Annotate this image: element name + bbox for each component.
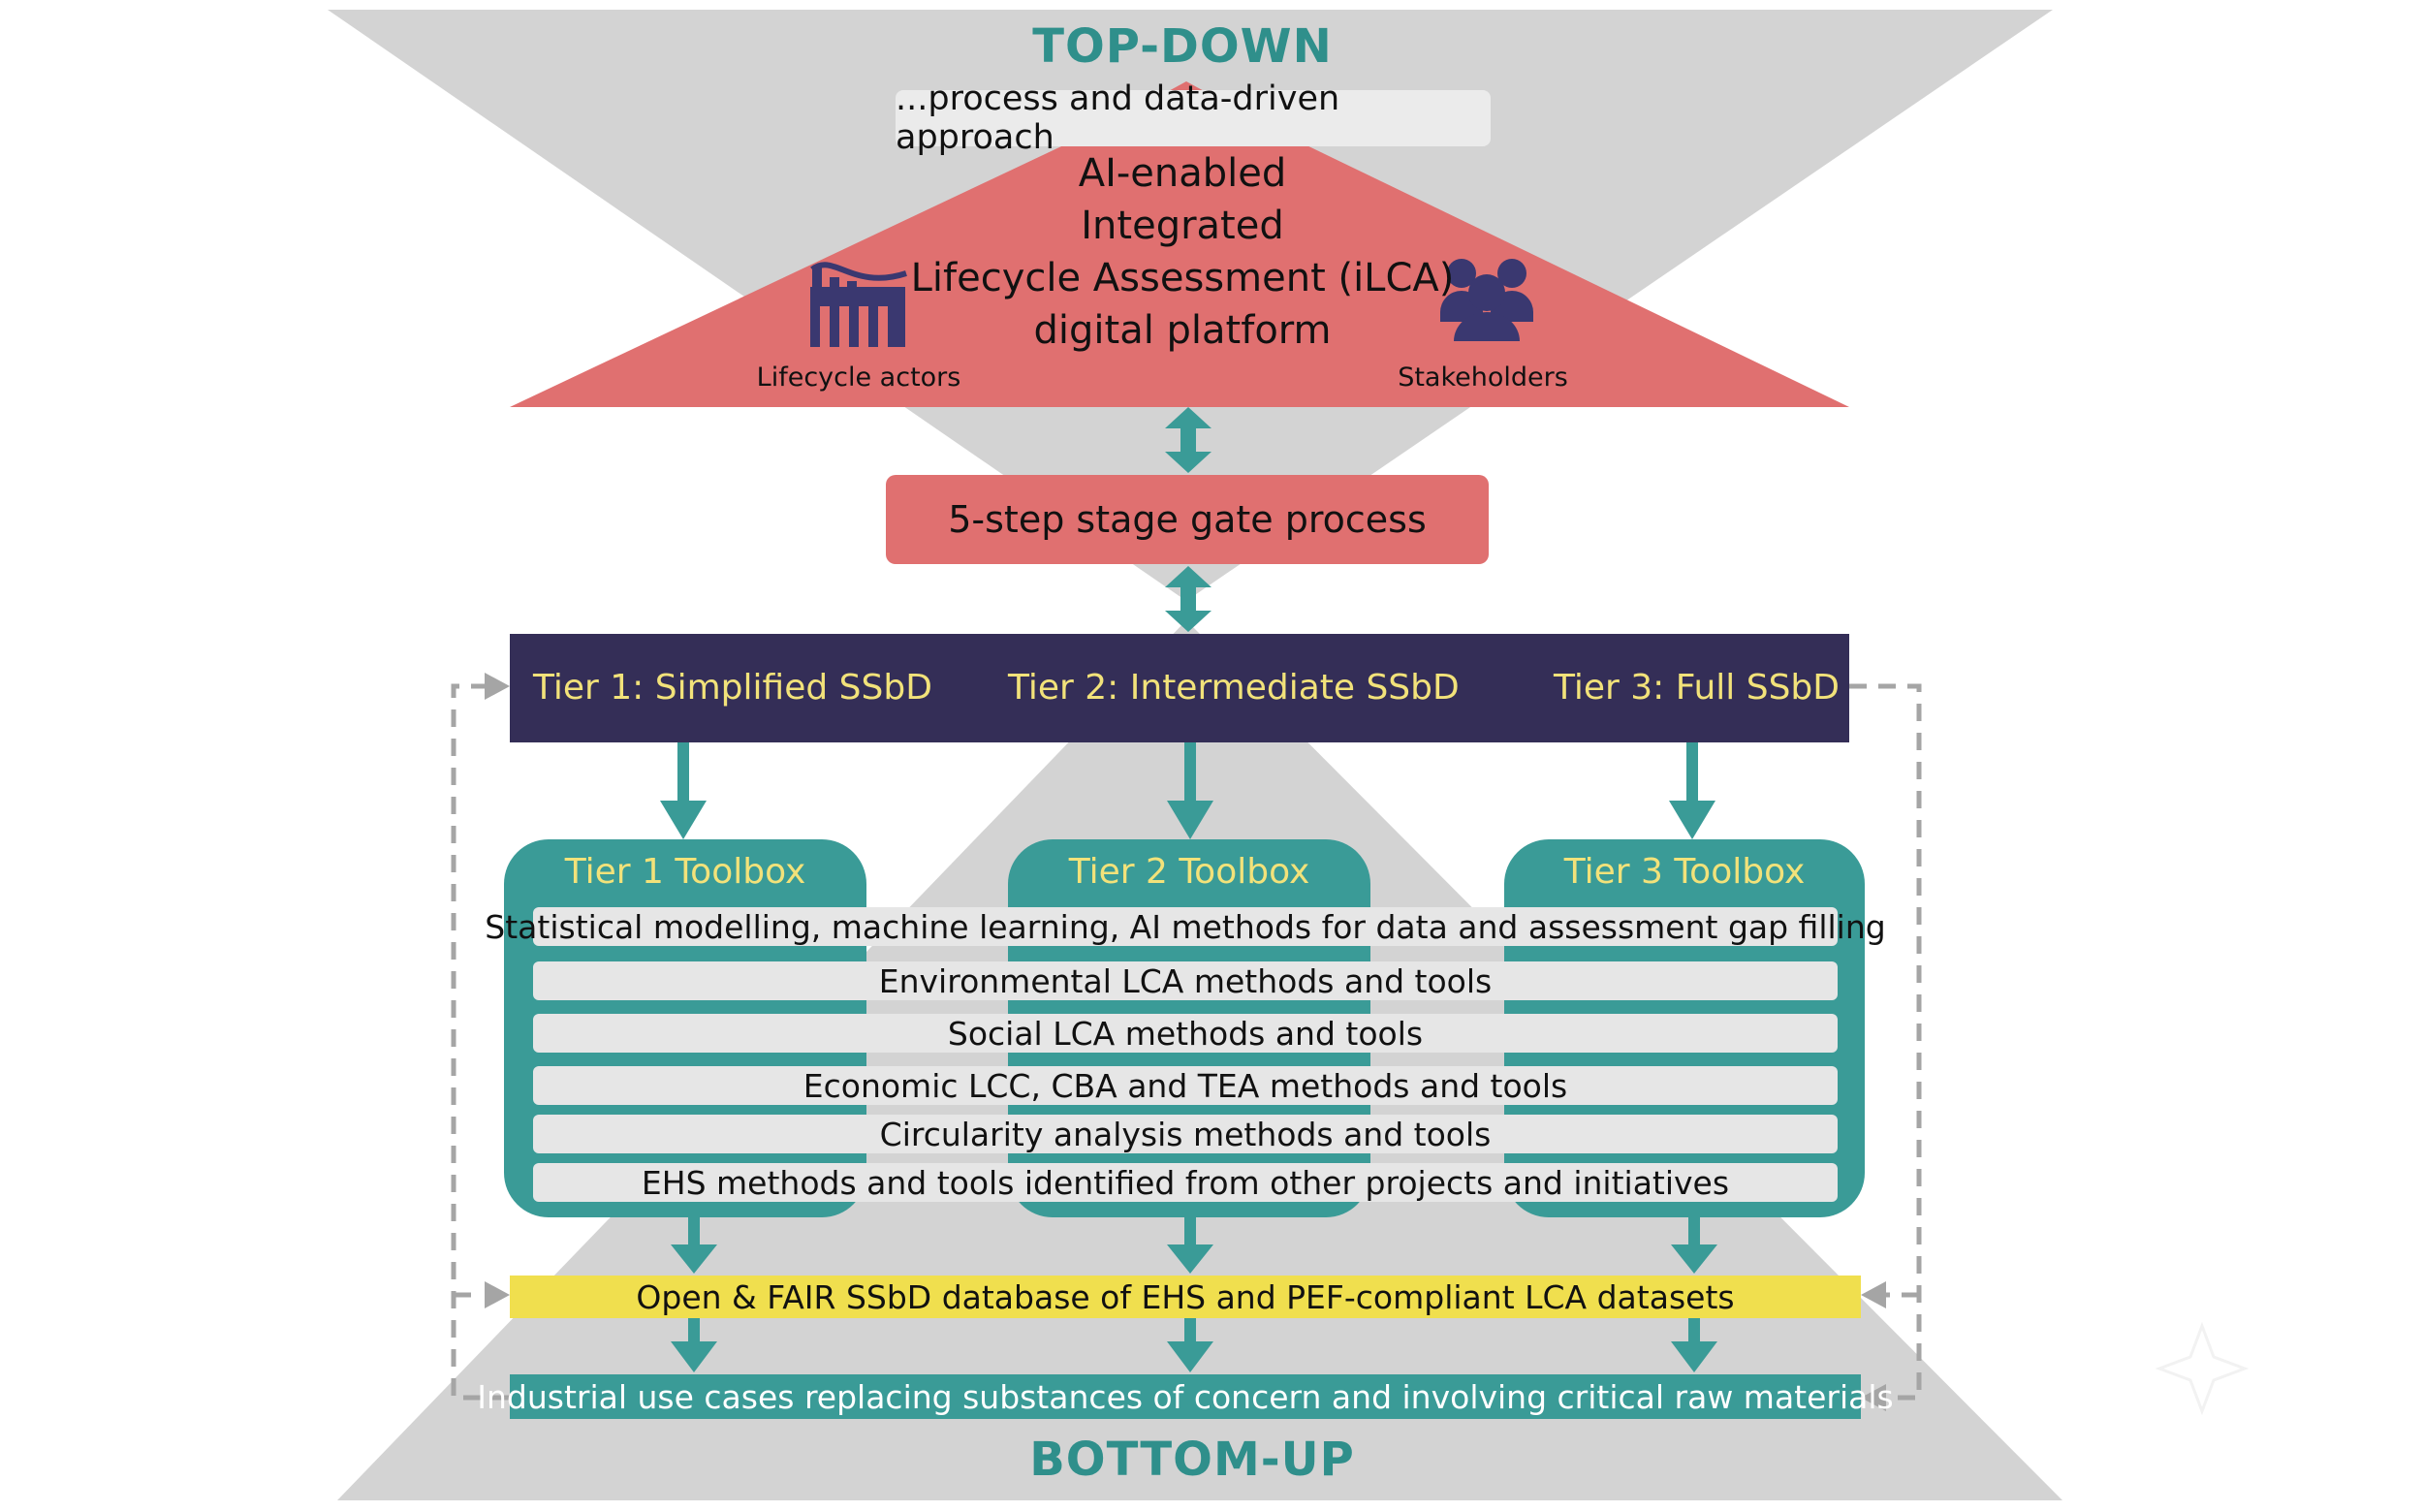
fair-database-bar: Open & FAIR SSbD database of EHS and PEF… (510, 1276, 1861, 1318)
method-row-social-lca: Social LCA methods and tools (533, 1014, 1838, 1053)
toolbox-to-database-arrows (671, 1217, 1717, 1274)
double-arrow-lower (1165, 566, 1212, 632)
stakeholders-label: Stakeholders (1398, 362, 1568, 393)
feedback-loop-right (1849, 683, 1922, 1401)
double-arrow-upper (1165, 407, 1212, 473)
tier-2-toolbox-title: Tier 2 Toolbox (1068, 852, 1310, 892)
sparkle-watermark (2155, 1321, 2250, 1416)
tier-to-toolbox-arrows (660, 742, 1715, 839)
method-row-environmental-lca: Environmental LCA methods and tools (533, 961, 1838, 1000)
tier-1-toolbox-title: Tier 1 Toolbox (564, 852, 806, 892)
method-row-ai: Statistical modelling, machine learning,… (485, 907, 1886, 946)
lifecycle-actors-label: Lifecycle actors (756, 362, 961, 393)
tier-bar: Tier 1: Simplified SSbD Tier 2: Intermed… (510, 634, 1849, 742)
bottom-up-heading: BOTTOM-UP (1029, 1433, 1355, 1487)
platform-title-line3: Lifecycle Assessment (iLCA) (910, 256, 1455, 300)
method-row-economic: Economic LCC, CBA and TEA methods and to… (533, 1066, 1838, 1105)
top-down-heading: TOP-DOWN (1032, 19, 1333, 74)
feedback-loop-left (451, 683, 510, 1401)
method-row-ehs: EHS methods and tools identified from ot… (533, 1163, 1838, 1202)
feedback-loop-left-heads (485, 673, 510, 1308)
platform-title-line1: AI-enabled (1078, 151, 1287, 196)
database-to-usecase-arrows (671, 1318, 1717, 1372)
tier-3-toolbox-title: Tier 3 Toolbox (1563, 852, 1806, 892)
factory-chart-icon (810, 262, 907, 347)
industrial-use-cases-bar: Industrial use cases replacing substance… (477, 1374, 1894, 1419)
method-row-circularity: Circularity analysis methods and tools (533, 1115, 1838, 1153)
people-group-icon (1440, 259, 1533, 341)
approach-subtitle: ...process and data-driven approach (896, 79, 1491, 157)
stage-gate-box: 5-step stage gate process (886, 475, 1489, 564)
platform-title-line2: Integrated (1081, 204, 1284, 248)
platform-title: AI-enabled Integrated Lifecycle Assessme… (872, 147, 1493, 357)
feedback-loop-right-heads (1861, 1281, 1886, 1411)
platform-title-line4: digital platform (1033, 308, 1332, 353)
tier-2-label: Tier 2: Intermediate SSbD (1008, 668, 1460, 708)
tier-3-label: Tier 3: Full SSbD (1553, 668, 1840, 708)
tier-1-label: Tier 1: Simplified SSbD (533, 668, 932, 708)
